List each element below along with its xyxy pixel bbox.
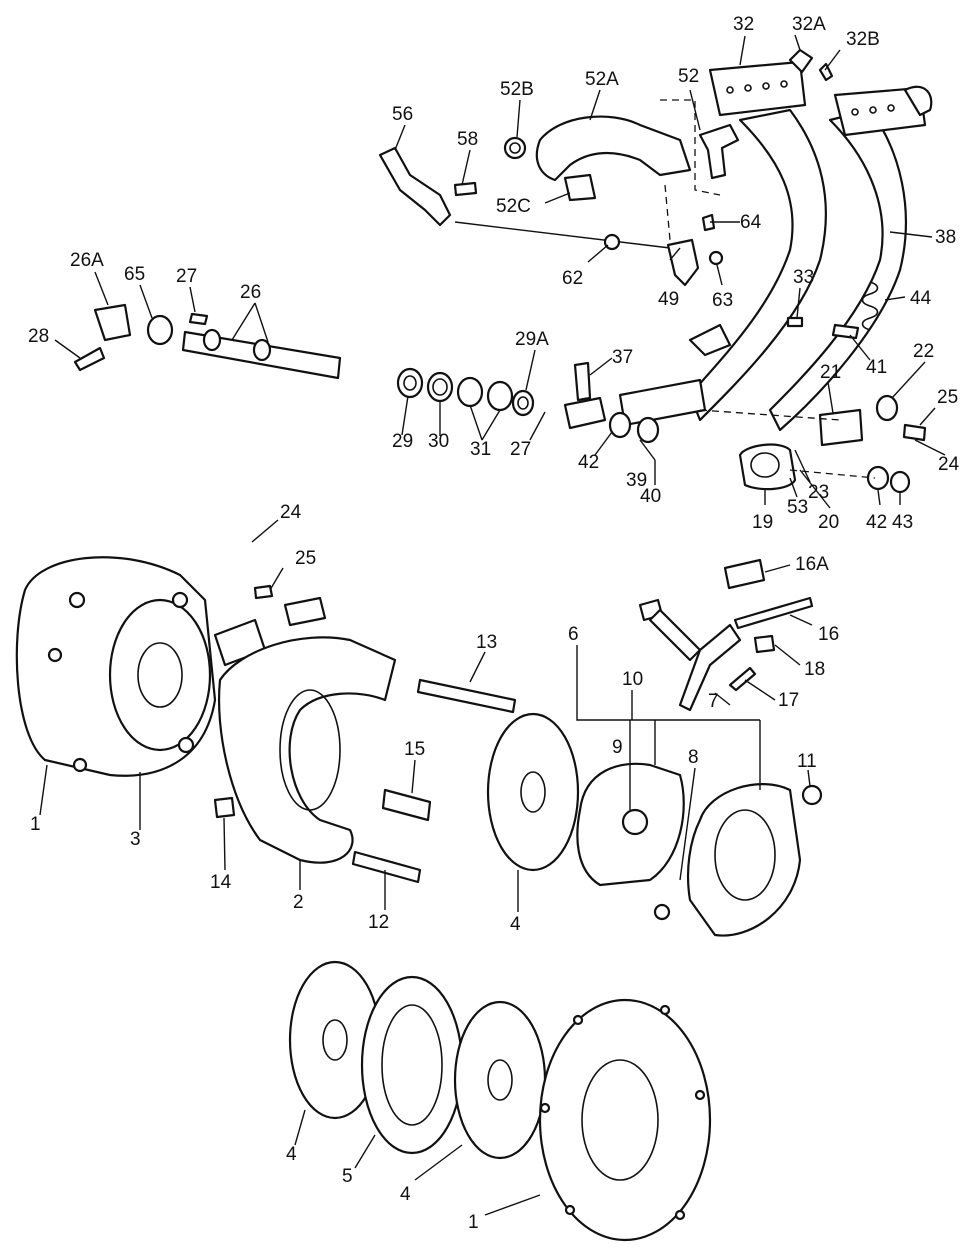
callout-7: 7 [708, 691, 719, 712]
callout-52: 52 [678, 66, 699, 87]
callout-3: 3 [130, 829, 141, 850]
callout-25b: 25 [295, 548, 316, 569]
callout-10: 10 [622, 669, 643, 690]
callout-32a: 32A [792, 14, 826, 35]
callout-8: 8 [688, 747, 699, 768]
callout-64: 64 [740, 212, 762, 233]
callout-13: 13 [476, 632, 497, 653]
leader-lines-group [39, 34, 946, 1216]
callout-27a: 27 [176, 266, 197, 287]
callout-58: 58 [457, 129, 478, 150]
callout-29: 29 [392, 431, 413, 452]
callout-56: 56 [392, 104, 413, 125]
brake-disc-4-lower-b [453, 1000, 547, 1160]
spring-44 [861, 281, 879, 331]
callout-52c: 52C [496, 196, 531, 217]
callout-16: 16 [818, 624, 839, 645]
callout-21: 21 [820, 362, 841, 383]
friction-plate-5 [360, 975, 464, 1155]
callout-38: 38 [935, 227, 956, 248]
callout-9: 9 [612, 737, 623, 758]
callout-11: 11 [797, 751, 817, 772]
callout-4b: 4 [286, 1144, 297, 1165]
callout-17: 17 [778, 690, 799, 711]
callout-27b: 27 [510, 439, 531, 460]
callout-52a: 52A [585, 69, 619, 90]
callout-26: 26 [240, 282, 261, 303]
brake-housing-2 [217, 636, 397, 864]
callout-25a: 25 [937, 387, 958, 408]
brake-disc-4 [486, 712, 580, 872]
brake-drum-1-lower [538, 998, 712, 1242]
callout-44: 44 [910, 288, 932, 309]
callout-41: 41 [866, 357, 887, 378]
pedal-assembly-38 [618, 48, 933, 432]
callout-4a: 4 [510, 914, 521, 935]
callout-65: 65 [124, 264, 145, 285]
callout-39: 39 [626, 470, 647, 491]
callout-20: 20 [818, 512, 839, 533]
callout-62: 62 [562, 268, 583, 289]
callout-22: 22 [913, 341, 934, 362]
callout-63: 63 [712, 290, 733, 311]
callout-49: 49 [658, 289, 679, 310]
callout-52b: 52B [500, 79, 534, 100]
callout-14: 14 [210, 872, 232, 893]
callout-37: 37 [612, 347, 633, 368]
callout-18: 18 [804, 659, 825, 680]
callout-40: 40 [640, 486, 661, 507]
callout-42a: 42 [578, 452, 599, 473]
parts-group [15, 48, 933, 1242]
callout-4c: 4 [400, 1184, 411, 1205]
callout-6: 6 [568, 624, 579, 645]
callout-12: 12 [368, 912, 389, 933]
callout-32b: 32B [846, 29, 880, 50]
callout-28: 28 [28, 326, 49, 347]
callout-1a: 1 [30, 814, 41, 835]
lever-56 [378, 146, 452, 227]
callout-24a: 24 [938, 454, 960, 475]
callout-42b: 42 [866, 512, 887, 533]
callout-19: 19 [752, 512, 773, 533]
callout-32: 32 [733, 14, 754, 35]
callout-33: 33 [793, 267, 814, 288]
callout-23: 23 [808, 482, 829, 503]
brake-housing-1-3 [15, 556, 327, 777]
bracket-52a [535, 115, 692, 182]
callout-31: 31 [470, 439, 491, 460]
callout-5: 5 [342, 1166, 353, 1187]
callout-30: 30 [428, 431, 449, 452]
callout-24b: 24 [280, 502, 302, 523]
callout-15: 15 [404, 739, 425, 760]
callout-16a: 16A [795, 554, 829, 575]
callout-1b: 1 [468, 1212, 479, 1233]
callout-29a: 29A [515, 329, 549, 350]
callout-43: 43 [892, 512, 913, 533]
callout-2: 2 [293, 892, 304, 913]
callout-26a: 26A [70, 250, 104, 271]
callout-53: 53 [787, 497, 808, 518]
